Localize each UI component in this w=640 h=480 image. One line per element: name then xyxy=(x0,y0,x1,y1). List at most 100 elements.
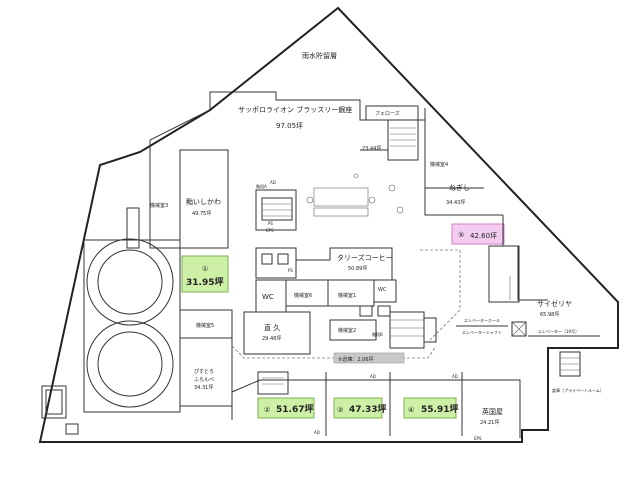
negishi-wall xyxy=(424,188,503,216)
ad-label-2: AD xyxy=(314,430,320,435)
saizeriya-name: サイゼリヤ xyxy=(537,299,572,308)
negishi-name: ねぎし xyxy=(449,183,470,192)
lower-stair-box xyxy=(257,371,289,395)
tank-lower-inner xyxy=(97,331,163,397)
small-box-left xyxy=(65,423,79,435)
vacancy-4-num: ④ xyxy=(408,406,414,414)
stair-block-upper xyxy=(387,119,419,161)
tullys-name: タリーズコーヒー xyxy=(337,253,393,262)
storage-bar xyxy=(333,352,405,364)
stair-inner-left xyxy=(45,389,63,415)
saizeriya-area: 65.98坪 xyxy=(540,311,559,318)
storage-label: ⑤倉庫：2.06坪 xyxy=(338,356,374,363)
negishi-area: 34.43坪 xyxy=(446,199,465,206)
tank-zone xyxy=(83,239,181,413)
vacancy-1-area xyxy=(181,255,229,293)
small-area-label: 23.44坪 xyxy=(362,145,381,152)
ad-label-4: AD xyxy=(452,374,458,379)
pizza-line1: ぴすとろ xyxy=(194,369,214,375)
naohisa-area-label: 29.48坪 xyxy=(262,335,281,342)
wc-2-area xyxy=(373,279,397,303)
central-fixture-top xyxy=(313,187,369,207)
pizza-line2: ふらんぺ xyxy=(194,377,214,383)
eikokuya-area: 24.21坪 xyxy=(480,419,499,426)
naohisa-name: 直 久 xyxy=(264,323,280,332)
ps-label-1: PS xyxy=(268,221,273,226)
fellows-label: フェローズ xyxy=(375,110,400,117)
storm-tank-label: 雨水貯留層 xyxy=(302,51,337,60)
column-e xyxy=(353,173,359,179)
stair-b-label: 階段B xyxy=(372,331,383,337)
machine2-label: 機械室2 xyxy=(338,327,356,334)
column-c xyxy=(388,184,396,192)
machine3-label: 機械室3 xyxy=(150,202,168,209)
ishikawa-area xyxy=(179,149,229,249)
vacancy-3-num: ③ xyxy=(337,406,343,414)
stair-a-block xyxy=(255,189,297,231)
machine5-label: 機械室5 xyxy=(196,322,214,329)
service-block xyxy=(255,247,297,279)
vacancy-2-area xyxy=(257,397,315,419)
wc-2-label: WC xyxy=(378,287,387,293)
elevator-box xyxy=(511,321,527,337)
corridor-dashed-2 xyxy=(420,249,461,341)
wc-1-label: WC xyxy=(262,293,274,301)
column-a xyxy=(306,196,314,204)
ishikawa-name: 鮨いしかわ xyxy=(186,197,221,206)
interior-wall-left xyxy=(149,109,211,145)
elevator-19-label: エレベーター（19号） xyxy=(538,328,579,334)
tank-lower-outer xyxy=(86,320,174,408)
saizeriya-kitchen xyxy=(488,245,520,303)
eikokuya-name: 英国屋 xyxy=(482,407,503,416)
vacancy-2-area-label: 51.67坪 xyxy=(276,403,313,415)
central-fixture-bottom xyxy=(313,207,369,217)
machine4-label: 機械室4 xyxy=(430,161,448,168)
column-b xyxy=(368,196,376,204)
elevator-shaft-label: エレベーターシャフト xyxy=(462,329,502,335)
tullys-wall xyxy=(295,247,393,280)
vacancy-3-area-label: 47.33坪 xyxy=(349,403,386,415)
tank-upper-outer xyxy=(86,238,174,326)
ad-label-1: AD xyxy=(270,180,276,185)
vacancy-5-num: ⑤ xyxy=(458,231,464,239)
column-d xyxy=(396,206,404,214)
tank-duct xyxy=(126,207,140,249)
stair-a-steps xyxy=(261,197,293,221)
machine1-label: 機械室1 xyxy=(338,292,356,299)
stair-a-label: 階段A xyxy=(256,183,267,189)
machine3-wall xyxy=(149,145,180,249)
private-storage-label: 倉庫（プライベートルーム） xyxy=(552,387,604,393)
ps-label-2: PS xyxy=(288,268,293,273)
sapporo-name: サッポロライオン ブラッスリー銀座 xyxy=(238,105,352,114)
machine6-label: 機械室6 xyxy=(294,292,312,299)
vacancy-2-num: ② xyxy=(264,406,270,414)
elevator-hall-label: エレベーターホール xyxy=(464,317,500,323)
vacancy-4-area-label: 55.91坪 xyxy=(421,403,458,415)
pizza-area xyxy=(179,337,233,407)
service-box-a xyxy=(261,253,273,265)
vacancy-1-area-label: 31.95坪 xyxy=(186,276,223,288)
stair-b-block xyxy=(389,311,425,349)
tullys-area: 50.89坪 xyxy=(348,265,367,272)
stair-block-left xyxy=(41,385,67,419)
eps-label-2: EPS xyxy=(474,436,482,441)
pizza-area-label: 34.31坪 xyxy=(194,384,213,391)
vacancy-3-area xyxy=(333,397,383,419)
tank-upper-inner xyxy=(97,249,163,315)
vacancy-5-area-label: 42.60坪 xyxy=(470,232,497,240)
vacancy-5-area xyxy=(451,223,505,245)
ishikawa-area-label: 49.75坪 xyxy=(192,210,211,217)
ps-box-a xyxy=(359,305,373,317)
machine2-area xyxy=(329,319,377,341)
service-box-b xyxy=(277,253,289,265)
building-outline xyxy=(38,6,619,443)
ad-label-3: AD xyxy=(370,374,376,379)
vacancy-4-area xyxy=(403,397,457,419)
lower-row-wall xyxy=(231,379,521,438)
ps-box-b xyxy=(377,305,391,317)
naohisa-area xyxy=(243,311,311,355)
ad-box-right xyxy=(423,317,437,343)
eps-label-1: EPS xyxy=(266,228,274,233)
sapporo-area: 97.05坪 xyxy=(276,122,303,130)
